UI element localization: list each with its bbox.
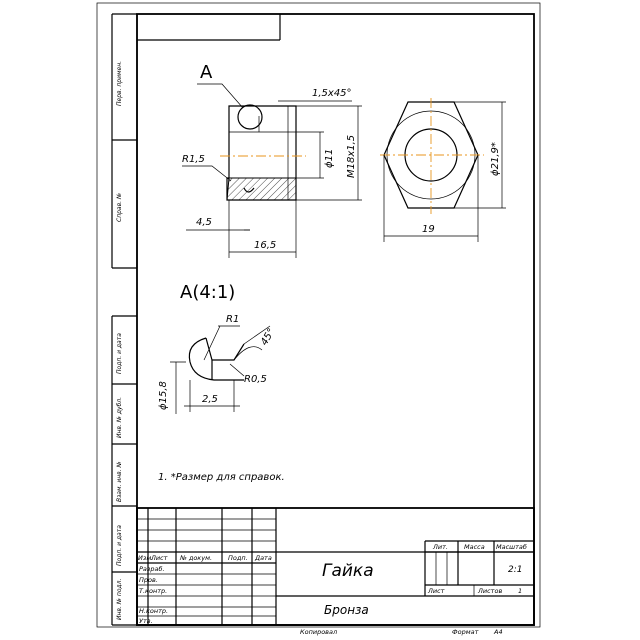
- dim-thread-line: [296, 105, 362, 201]
- title-block-frame: [136, 507, 535, 626]
- tb-header-data: Дата: [254, 554, 272, 562]
- side-label-podp-data-top: Подп. и дата: [116, 333, 123, 374]
- hex-view: ϕ21,9* 19: [380, 98, 506, 242]
- side-label-podp-data-bottom: Подп. и дата: [116, 525, 123, 566]
- dim-r05-leader: [229, 363, 245, 377]
- tb-header-izm: Изм.: [138, 554, 153, 562]
- side-label-perv-primen: Перв. примен.: [116, 61, 123, 106]
- tb-sheet-label: Лист: [427, 587, 445, 595]
- note-reference-dimension: 1. *Размер для справок.: [158, 472, 285, 483]
- tb-sheets-value: 1: [518, 587, 522, 595]
- groove-notch: [243, 187, 255, 193]
- title-block-right-lines: [276, 540, 534, 597]
- title-block-right-columns: [457, 541, 495, 585]
- dim-r1-label: R1: [226, 314, 239, 325]
- tb-header-list: Лист: [150, 554, 168, 562]
- nut-section-view: А 1,5х45° R1,5 4,5 16,5 ϕ11 М18х1,5: [182, 62, 362, 258]
- side-strip: Перв. примен. Справ. № Подп. и дата Инв.…: [111, 13, 138, 626]
- copied-label: Копировал: [300, 628, 337, 636]
- dim-thread-label: М18х1,5: [346, 135, 357, 178]
- dim-d219-label: ϕ21,9*: [490, 142, 501, 176]
- side-label-inv-dubl: Инв. № дубл.: [116, 397, 123, 438]
- tb-row-utv: Утв.: [139, 617, 153, 625]
- tb-row-prov: Пров.: [139, 576, 158, 584]
- dim-45-line: [186, 200, 250, 236]
- tb-lit: Лит.: [432, 543, 448, 551]
- section-hatching: [226, 177, 297, 201]
- callout-a-leader: [197, 83, 244, 109]
- callout-a-letter: А: [200, 62, 213, 83]
- detail-view-a: А(4:1) R1 45° R0,5 ϕ15,8 2,5: [158, 282, 277, 414]
- dim-r1-leader: [203, 325, 240, 361]
- format-value: А4: [493, 628, 503, 636]
- tb-masshtab: Масштаб: [496, 543, 527, 551]
- outer-frame: [96, 2, 541, 628]
- detail-groove-profile: [205, 337, 245, 361]
- dim-r15-leader: [182, 165, 232, 182]
- tb-row-n-kontr: Н.контр.: [139, 607, 168, 615]
- dim-chamfer-label: 1,5х45°: [312, 88, 352, 99]
- dim-165-line: [228, 200, 297, 258]
- tb-massa: Масса: [464, 543, 485, 551]
- title-block: Изм. Лист № докум. Подп. Дата Разраб. Пр…: [136, 507, 535, 626]
- dim-d158-label: ϕ15,8: [158, 381, 169, 410]
- dim-d11-label: ϕ11: [324, 149, 335, 168]
- dim-d219-line: [454, 101, 506, 209]
- tb-row-razrab: Разраб.: [139, 565, 165, 573]
- side-label-inv-podl: Инв. № подл.: [116, 579, 123, 620]
- detail-circle-a: [237, 104, 263, 130]
- tb-material: Бронза: [324, 603, 369, 617]
- dim-angle-label: 45°: [259, 327, 277, 348]
- dim-165-label: 16,5: [254, 240, 276, 251]
- tb-sheets-label: Листов: [477, 587, 502, 595]
- dim-d158-line: [170, 361, 186, 414]
- dim-25-label: 2,5: [202, 394, 218, 405]
- side-strip-lower: [111, 315, 137, 626]
- title-block-left-columns: [147, 508, 277, 625]
- tb-scale-value: 2:1: [508, 565, 522, 575]
- dim-45-label: 4,5: [196, 217, 212, 228]
- dim-19-line: [383, 155, 479, 242]
- tb-part-name: Гайка: [322, 561, 374, 581]
- tb-row-t-kontr: Т.контр.: [139, 587, 167, 595]
- tb-header-doc-no: № докум.: [179, 554, 212, 562]
- dim-r05-label: R0,5: [244, 374, 267, 385]
- dim-25-line: [184, 380, 240, 412]
- detail-title: А(4:1): [180, 282, 235, 303]
- tb-header-podp: Подп.: [228, 554, 248, 562]
- side-strip-upper: [111, 13, 138, 269]
- format-label: Формат: [452, 628, 479, 636]
- dim-r15-label: R1,5: [182, 154, 205, 165]
- side-label-sprav-no: Справ. №: [116, 193, 123, 222]
- title-block-lit-columns: [435, 552, 448, 585]
- dim-d11-line: [296, 131, 324, 179]
- detail-groove-arc: [188, 337, 244, 381]
- top-left-cell: [137, 14, 281, 41]
- dim-19-label: 19: [422, 224, 435, 235]
- side-label-vzam-inv: Взам. инв. №: [116, 461, 123, 502]
- dim-angle-arc: [233, 325, 271, 361]
